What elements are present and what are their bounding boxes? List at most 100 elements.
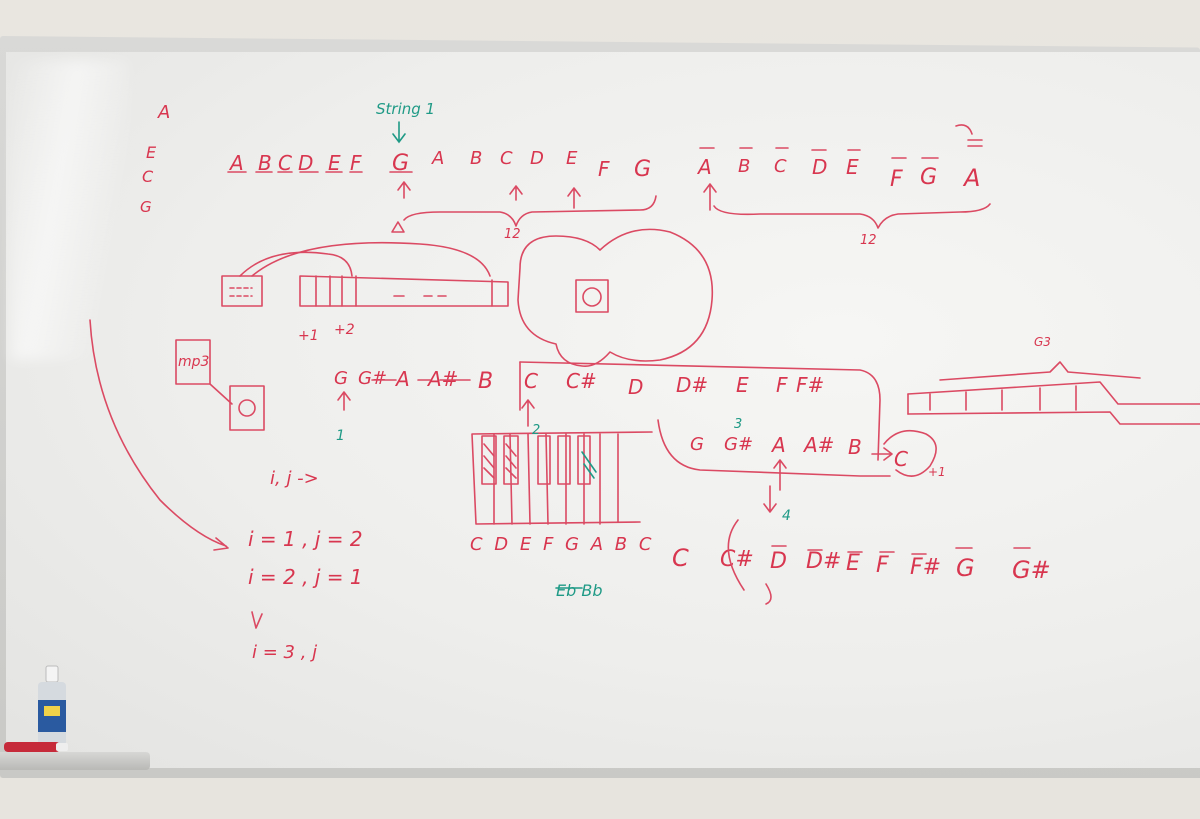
over-bars <box>699 139 983 159</box>
wall-below-board <box>0 778 1200 819</box>
index-line-3: i = 3 , j <box>252 642 317 663</box>
top-note: A <box>962 164 980 192</box>
chromatic-row: G G# A A# B C C# D D# E F F# <box>334 367 824 399</box>
delta-mark <box>251 611 263 629</box>
sound-hole <box>582 287 602 307</box>
chromatic-note: C <box>524 369 538 393</box>
whiteboard-surface <box>6 52 1200 768</box>
chromatic-note: G# <box>358 368 387 389</box>
bottom-note: F# <box>910 555 941 580</box>
teal-hatching <box>581 451 597 479</box>
black-key <box>537 435 551 485</box>
second-row-note: G# <box>724 434 753 455</box>
up-arrow <box>397 181 411 199</box>
key-hatching <box>483 443 517 479</box>
index-header: i, j -> <box>270 468 319 489</box>
curved-arrow <box>89 319 229 551</box>
brace-2-label: 12 <box>860 233 877 248</box>
bottom-over-bars <box>771 545 1031 555</box>
guitar-body <box>517 228 714 368</box>
chromatic-note: B <box>478 369 493 394</box>
index-line-1: i = 1 , j = 2 <box>248 527 363 551</box>
bottom-note: D# <box>806 549 841 574</box>
second-row-note: G <box>690 434 704 455</box>
index-notes: i, j -> i = 1 , j = 2 i = 2 , j = 1 i = … <box>248 468 363 663</box>
marker-one: 1 <box>336 428 345 444</box>
black-key <box>503 435 519 485</box>
second-row-note: A <box>770 433 786 457</box>
connector-arc-1 <box>239 251 353 277</box>
marker-four: 4 <box>782 508 791 524</box>
tuning-note-2: E <box>146 143 157 162</box>
up-arrow <box>773 459 787 491</box>
bottom-note: G <box>956 554 975 582</box>
right-frets <box>907 385 1077 415</box>
bottom-note: E <box>846 551 860 576</box>
marker-three: 3 <box>734 417 742 432</box>
top-note: A <box>431 148 444 169</box>
marker-tray <box>0 752 150 770</box>
white-key-lines <box>493 433 619 525</box>
brace-1-label: 12 <box>504 227 521 242</box>
top-note: F <box>350 151 362 175</box>
top-note: E <box>328 151 341 175</box>
top-note: A <box>228 151 244 175</box>
up-arrow <box>337 391 351 411</box>
red-marker <box>4 742 60 752</box>
chromatic-note: D# <box>676 373 708 397</box>
guitar-neck <box>299 275 509 307</box>
top-note: G <box>634 157 651 182</box>
bottom-note: C <box>672 544 689 572</box>
flat-labels: Eb Bb <box>556 581 602 600</box>
top-note: B <box>470 148 482 169</box>
top-note: C <box>774 156 787 177</box>
top-note: D <box>298 151 313 175</box>
up-arrow <box>567 187 581 209</box>
chromatic-note: C# <box>566 369 597 393</box>
top-note: D <box>812 155 827 179</box>
top-note: A <box>696 155 712 179</box>
speaker-box <box>229 385 265 431</box>
right-brace <box>939 361 1141 381</box>
string-1-label: String 1 <box>376 100 435 118</box>
mp3-label: mp3 <box>178 354 209 370</box>
mp3-device <box>175 339 211 385</box>
left-tuning-column: A E C G <box>140 102 170 216</box>
tuning-note-3: C <box>142 167 154 186</box>
top-note: F <box>598 157 610 181</box>
connector-line <box>209 383 233 405</box>
brace-2 <box>713 203 991 229</box>
chromatic-note: E <box>736 373 749 397</box>
fret-lines <box>315 275 493 307</box>
circle-scribble <box>883 429 937 477</box>
keyboard-outline <box>471 431 653 525</box>
triangle-mark <box>391 221 405 233</box>
second-note-row: G G# A A# B C <box>690 433 908 471</box>
top-note: E <box>846 155 859 179</box>
top-note: G <box>920 165 937 190</box>
plus-one-label: +1 <box>928 465 946 479</box>
connector-arc-2 <box>251 241 491 277</box>
top-note: E <box>566 148 578 169</box>
small-device-box <box>221 275 263 307</box>
device-lines <box>229 287 253 297</box>
tuning-note-4: G <box>140 198 152 216</box>
chromatic-note: G <box>334 368 348 389</box>
fret-2-label: +2 <box>334 322 355 338</box>
bottom-note: G# <box>1012 556 1051 584</box>
black-key <box>577 435 591 485</box>
index-line-2: i = 2 , j = 1 <box>248 565 363 589</box>
chromatic-note: F# <box>796 373 824 397</box>
bottom-note: D <box>770 549 787 574</box>
up-arrow <box>509 185 523 201</box>
up-arrow <box>521 399 535 427</box>
black-key <box>557 435 571 485</box>
black-key <box>481 435 497 485</box>
top-note: C <box>500 148 513 169</box>
top-note: B <box>258 151 272 175</box>
down-arrow <box>763 485 777 513</box>
spray-bottle <box>38 665 66 746</box>
tuning-note-1: A <box>157 102 170 123</box>
sound-hole-box <box>575 279 609 313</box>
